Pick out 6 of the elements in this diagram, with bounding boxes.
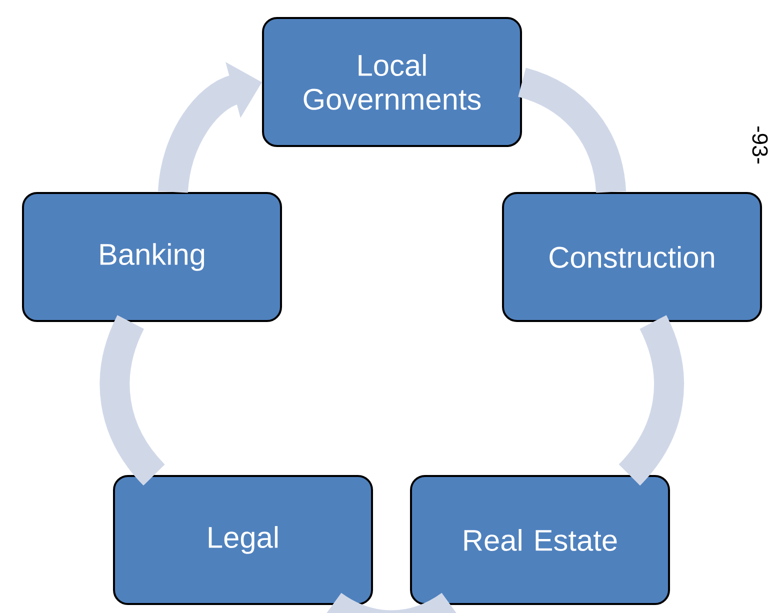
process-box: Real Estate <box>410 475 670 605</box>
process-box: Local Governments <box>262 17 522 147</box>
process-box: Banking <box>22 192 282 322</box>
process-box: Legal <box>113 475 373 605</box>
process-box: Construction <box>502 192 762 322</box>
page-number: -93- <box>752 126 768 164</box>
